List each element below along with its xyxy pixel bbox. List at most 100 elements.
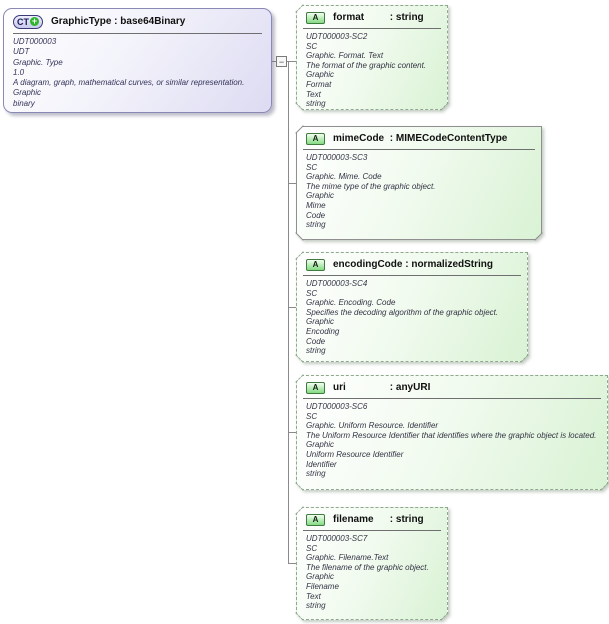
attribute-badge-icon: A	[306, 133, 325, 145]
attribute-separator: :	[387, 12, 396, 23]
attribute-name: mimeCode	[333, 133, 385, 144]
body-line: Text	[306, 89, 321, 99]
plus-icon: +	[30, 16, 39, 26]
body-line: UDT	[13, 47, 30, 57]
body-line: Graphic. Uniform Resource. Identifier	[306, 421, 439, 431]
body-line: Specifies the decoding algorithm of the …	[306, 307, 499, 317]
body-line: Code	[306, 210, 326, 220]
body-line: UDT000003-SC2	[306, 32, 368, 41]
body-line: SC	[306, 543, 318, 553]
body-line: The format of the graphic content.	[306, 60, 427, 70]
attribute-separator: :	[387, 382, 396, 393]
title-separator-line	[303, 398, 601, 399]
attribute-title: A mimeCode : MIMECodeContentType	[303, 131, 535, 146]
body-line: Mime	[306, 200, 326, 210]
title-separator-line	[303, 275, 521, 276]
title-separator-line	[303, 530, 441, 531]
attribute-separator: :	[402, 259, 412, 270]
body-line: The Uniform Resource Identifier that ide…	[306, 430, 597, 440]
title-separator-line	[13, 33, 262, 34]
attribute-title: A format : string	[303, 10, 441, 25]
body-line: Graphic	[306, 191, 335, 201]
body-line: UDT000003-SC7	[306, 534, 368, 543]
body-line: UDT000003	[13, 37, 57, 46]
body-line: Identifier	[306, 459, 337, 469]
attribute-badge-icon: A	[306, 12, 325, 24]
body-line: SC	[306, 162, 318, 172]
title-separator-line	[303, 28, 441, 29]
body-line: The filename of the graphic object.	[306, 562, 429, 572]
attribute-type: MIMECodeContentType	[395, 133, 508, 144]
body-line: 1.0	[13, 67, 25, 77]
body-line: string	[306, 601, 326, 611]
attribute-box-encodingcode: A encodingCode : normalizedString UDT000…	[295, 251, 529, 363]
attribute-box-mimecode: A mimeCode : MIMECodeContentType UDT0000…	[295, 125, 543, 241]
base-type: base64Binary	[120, 16, 186, 27]
attribute-name: encodingCode	[333, 259, 403, 270]
body-line: string	[306, 220, 326, 230]
body-line: Graphic	[306, 440, 335, 450]
body-line: Encoding	[306, 326, 340, 336]
type-name: GraphicType	[51, 16, 112, 27]
attribute-separator: :	[387, 133, 396, 144]
attribute-badge-icon: A	[306, 382, 325, 394]
connector-trunk-line	[288, 61, 289, 564]
attribute-name: format	[333, 12, 365, 23]
body-line: Graphic. Mime. Code	[306, 172, 382, 182]
body-line: UDT000003-SC6	[306, 402, 368, 411]
complex-type-box-graphictype: CT+ GraphicType : base64Binary UDT000003…	[3, 8, 272, 113]
attribute-separator: :	[387, 514, 396, 525]
body-line: UDT000003-SC4	[306, 279, 368, 288]
body-line: UDT000003-SC3	[306, 153, 368, 162]
connector-branch-uri	[288, 432, 296, 433]
attribute-badge-icon: A	[306, 259, 325, 271]
body-line: Filename	[306, 581, 339, 591]
body-line: string	[306, 99, 326, 109]
body-line: string	[306, 469, 326, 479]
body-line: Graphic. Encoding. Code	[306, 298, 396, 308]
attribute-type: string	[395, 12, 424, 23]
complex-type-badge: CT+	[13, 14, 43, 29]
attribute-title: A filename : string	[303, 512, 441, 527]
body-line: A diagram, graph, mathematical curves, o…	[13, 78, 245, 88]
collapse-toggle[interactable]: −	[276, 56, 287, 67]
body-line: SC	[306, 41, 318, 51]
body-line: Graphic	[306, 317, 335, 327]
body-line: Graphic	[13, 88, 42, 98]
body-line: SC	[306, 288, 318, 298]
body-line: Text	[306, 591, 321, 601]
complex-type-badge-label: CT	[17, 16, 29, 27]
body-line: Uniform Resource Identifier	[306, 449, 404, 459]
body-line: Code	[306, 336, 326, 346]
body-line: SC	[306, 411, 318, 421]
complex-type-title: CT+ GraphicType : base64Binary	[13, 13, 262, 30]
title-separator-line	[303, 149, 535, 150]
body-line: The mime type of the graphic object.	[306, 181, 436, 191]
complex-type-name: GraphicType : base64Binary	[51, 16, 185, 27]
body-line: Format	[306, 79, 332, 89]
connector-branch-mimecode	[288, 183, 296, 184]
attribute-name: uri	[333, 382, 346, 393]
attribute-type: string	[395, 514, 424, 525]
body-line: Graphic	[306, 572, 335, 582]
body-line: Graphic. Filename.Text	[306, 553, 389, 563]
attribute-title: A encodingCode : normalizedString	[303, 257, 521, 272]
connector-branch-encodingcode	[288, 307, 296, 308]
body-line: binary	[13, 98, 35, 108]
body-line: Graphic	[306, 70, 335, 80]
body-line: Graphic. Type	[13, 57, 63, 67]
attribute-type: anyURI	[395, 382, 431, 393]
attribute-type: normalizedString	[411, 259, 494, 270]
attribute-badge-icon: A	[306, 514, 325, 526]
body-line: Graphic. Format. Text	[306, 51, 384, 61]
attribute-title: A uri : anyURI	[303, 380, 601, 395]
